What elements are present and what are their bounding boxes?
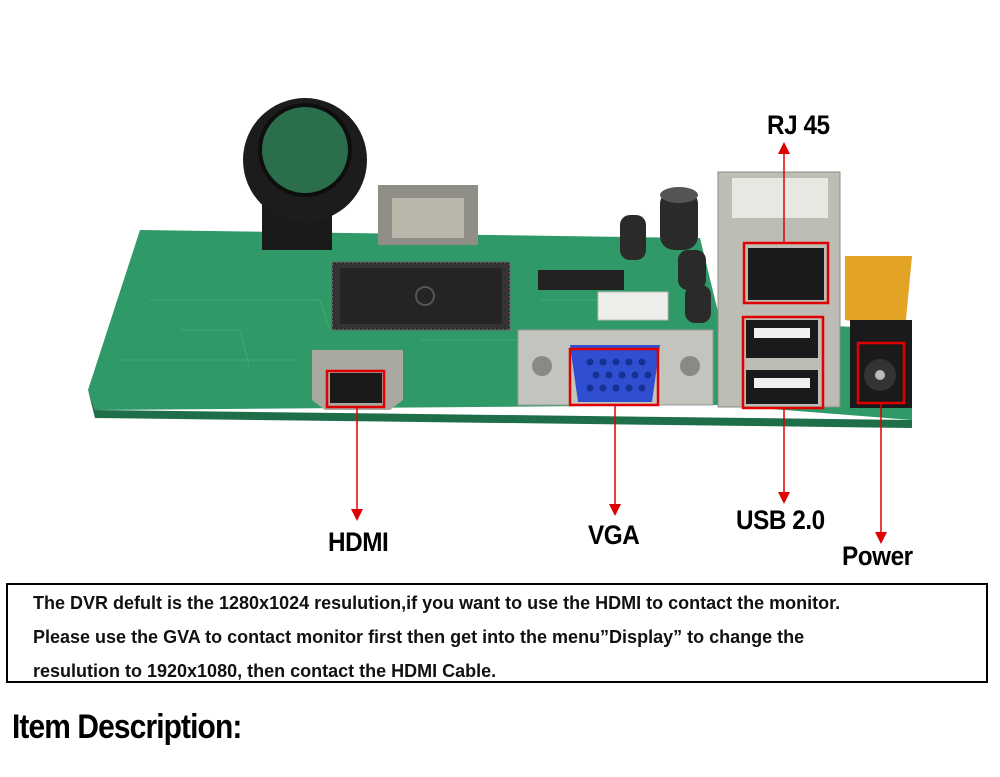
note-line-2: Please use the GVA to contact monitor fi… — [33, 627, 805, 647]
hdmi-highlight — [325, 369, 386, 409]
label-rj45: RJ 45 — [767, 110, 830, 140]
note-line-1: The DVR defult is the 1280x1024 resuluti… — [33, 593, 841, 613]
coin-battery-holder — [243, 98, 367, 250]
rj45-highlight — [742, 241, 830, 305]
note-line-3: resulution to 1920x1080, then contact th… — [33, 661, 497, 681]
section-title: Item Description: — [12, 708, 242, 746]
callout-arrows — [351, 142, 887, 544]
vga-port-graphic — [517, 329, 714, 406]
rear-connector — [378, 185, 478, 245]
pcb-traces — [120, 299, 600, 371]
vga-highlight — [568, 347, 660, 407]
power-jack-graphic — [850, 320, 912, 408]
pcb-board-edge — [88, 390, 912, 428]
small-chip — [538, 270, 624, 290]
label-power: Power — [842, 541, 913, 571]
capacitors — [620, 187, 711, 323]
usb-highlight — [741, 315, 825, 410]
label-usb: USB 2.0 — [736, 505, 825, 535]
soc-chip — [331, 261, 511, 331]
label-vga: VGA — [588, 520, 640, 550]
white-header — [597, 291, 669, 321]
hdmi-port-graphic — [312, 350, 403, 410]
orange-tab — [845, 256, 912, 330]
note-box: The DVR defult is the 1280x1024 resuluti… — [6, 583, 988, 683]
highlight-boxes — [325, 241, 906, 410]
rj45-usb-stack-graphic — [717, 171, 841, 408]
label-hdmi: HDMI — [328, 527, 389, 557]
